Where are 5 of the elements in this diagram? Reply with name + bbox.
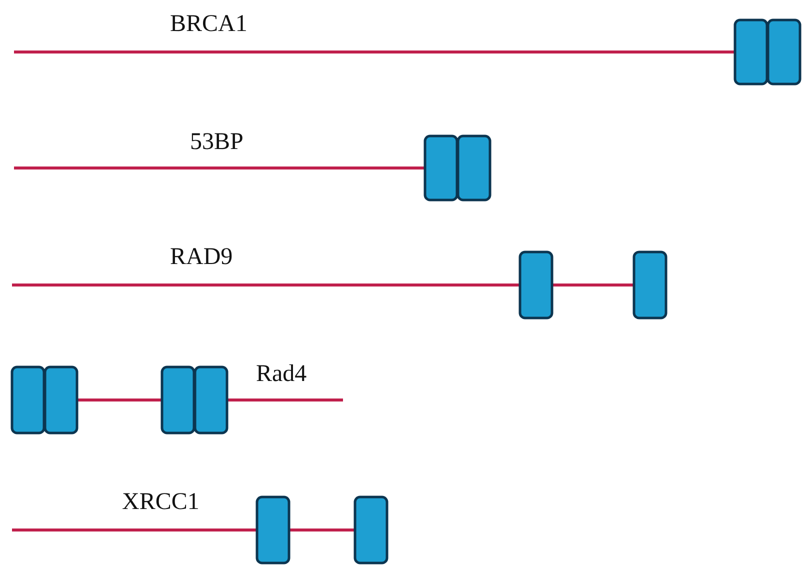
protein-name: BRCA1 <box>170 12 248 36</box>
protein-name: 53BP <box>190 130 244 154</box>
protein-name: XRCC1 <box>122 490 200 514</box>
protein-name: Rad4 <box>256 362 307 386</box>
protein-name: RAD9 <box>170 245 233 269</box>
